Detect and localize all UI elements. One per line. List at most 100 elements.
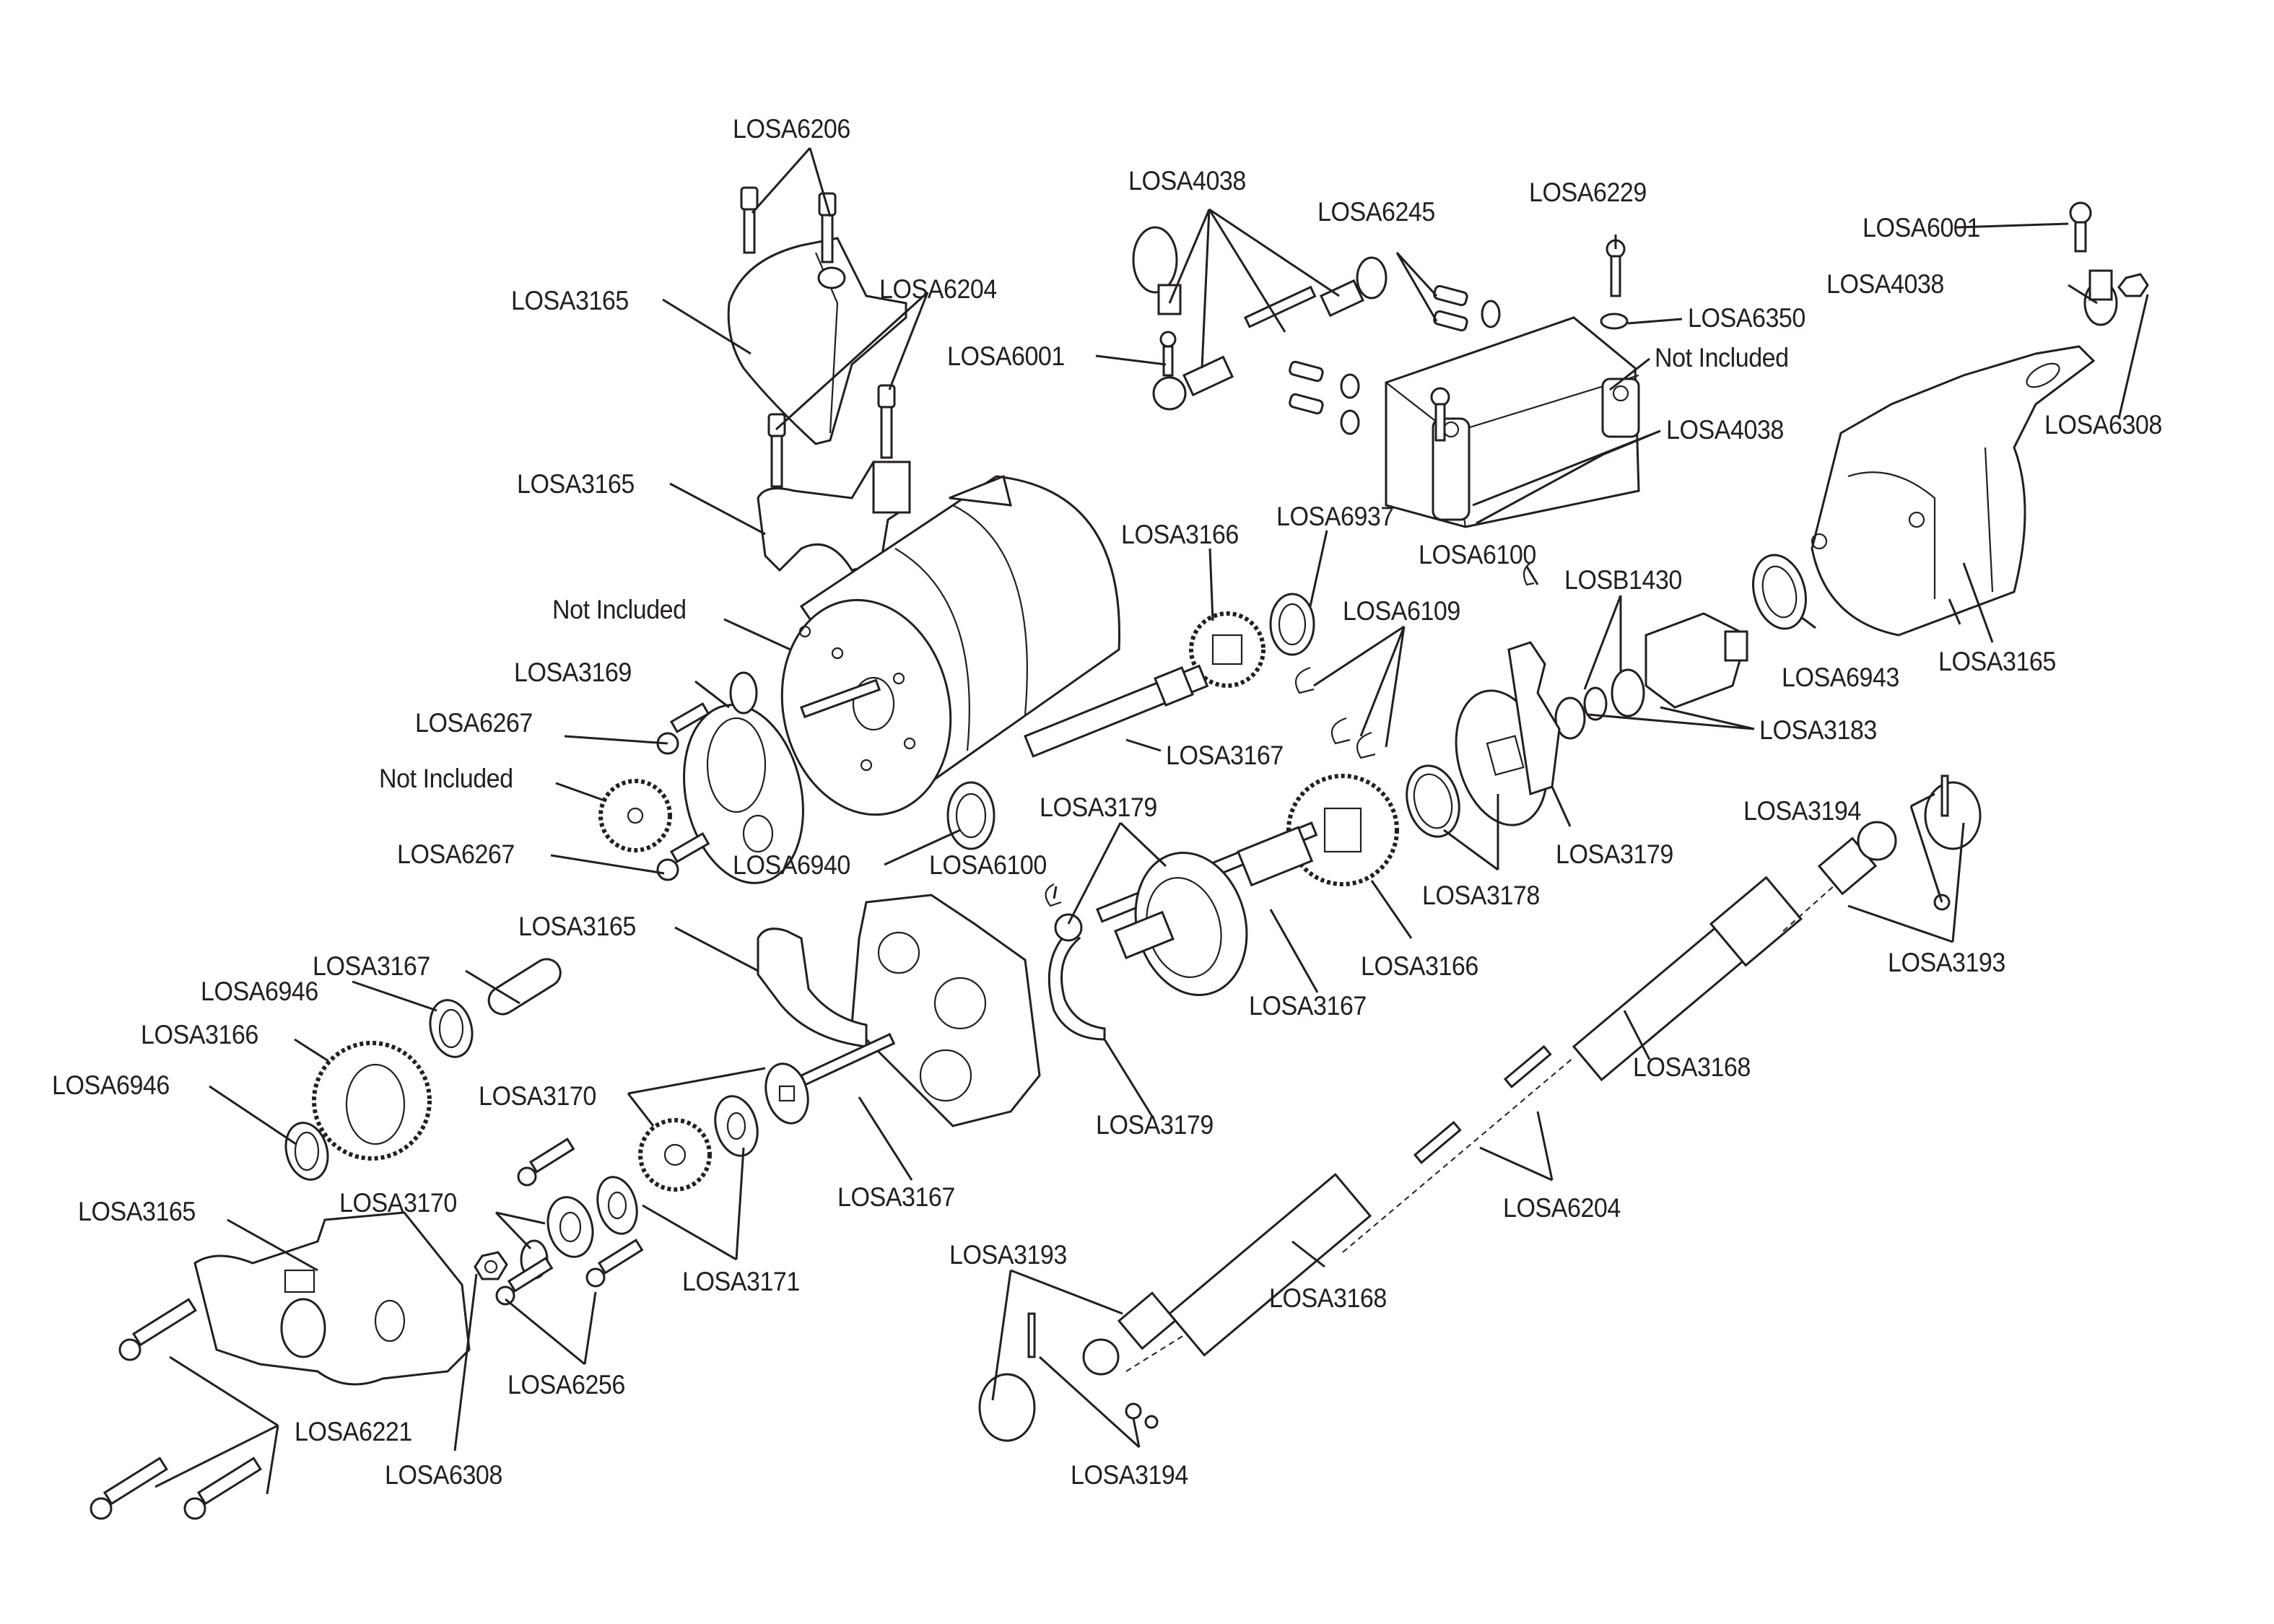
part-label: LOSA6100 [1419, 540, 1536, 569]
nut-part [2117, 273, 2149, 297]
part-label: LOSA6245 [1317, 197, 1435, 227]
screws-6204 [1413, 1044, 1552, 1164]
part-label: LOSA4038 [1666, 415, 1784, 445]
screws-6221 [90, 1298, 262, 1520]
part-label: LOSA3165 [1938, 647, 2056, 676]
motor-plate-part [683, 671, 804, 884]
bearing-6946-lower [284, 1122, 329, 1181]
bearing-6940 [946, 781, 996, 850]
outdrive-part [1554, 612, 1748, 740]
servo-part [1385, 316, 1640, 528]
part-label: LOSA3179 [1556, 839, 1673, 869]
part-label: LOSA6109 [1343, 596, 1460, 626]
part-label: LOSA6204 [879, 274, 997, 304]
part-label: LOSA3166 [1121, 520, 1239, 549]
shift-fork-3179 [1047, 913, 1106, 1041]
part-label: LOSA3194 [1071, 1460, 1188, 1490]
part-label: LOSA6206 [733, 114, 850, 144]
bearing-6937 [1269, 593, 1315, 656]
part-label: LOSA3194 [1743, 796, 1861, 826]
nut-6308 [474, 1251, 508, 1280]
part-label: LOSA6308 [385, 1460, 502, 1490]
part-label: LOSA3169 [514, 658, 632, 687]
part-label: LOSA6946 [52, 1070, 170, 1100]
bearing-6943 [1752, 554, 1807, 630]
part-label: LOSA3167 [837, 1182, 955, 1212]
spur-gear-3166 [1286, 774, 1399, 886]
screws-6256 [495, 1138, 644, 1306]
part-label: LOSB1430 [1564, 565, 1682, 595]
part-label: Not Included [1655, 343, 1789, 372]
part-label: LOSA3179 [1096, 1110, 1214, 1140]
u-joint-lower [978, 1291, 1177, 1442]
part-label: LOSA3193 [1888, 948, 2005, 977]
part-label: LOSA6946 [201, 977, 318, 1006]
part-label: LOSA6267 [415, 708, 533, 738]
part-label: LOSA3179 [1040, 793, 1157, 822]
lower-case-3165 [193, 1211, 471, 1386]
part-label: LOSA6204 [1503, 1193, 1621, 1223]
part-label: LOSA3165 [517, 469, 635, 499]
part-label: LOSA3168 [1633, 1052, 1751, 1082]
rod-end-part [2083, 269, 2118, 326]
u-joint-upper [1817, 774, 1982, 911]
spring-part [1406, 764, 1460, 838]
part-label: LOSA6001 [947, 341, 1065, 371]
part-label: LOSA3183 [1759, 715, 1877, 745]
part-label: LOSA6308 [2044, 410, 2162, 440]
part-label: LOSA3170 [479, 1081, 596, 1111]
driveshaft-upper-3168 [1572, 876, 1803, 1082]
idler-gear-3166 [1189, 611, 1265, 688]
part-label: LOSA3193 [949, 1240, 1067, 1270]
part-label: LOSA4038 [1826, 269, 1944, 299]
part-label: LOSA3165 [78, 1197, 196, 1226]
e-clips [1045, 562, 1535, 907]
part-label: LOSA6229 [1529, 178, 1647, 207]
part-label: LOSA3167 [1166, 741, 1284, 770]
part-label: LOSA3168 [1269, 1283, 1387, 1313]
ball-stud-part [2069, 201, 2092, 253]
washer-3171 [714, 1095, 759, 1157]
part-label: Not Included [379, 764, 513, 793]
servo-linkage [1132, 226, 1388, 411]
part-label: LOSA3165 [518, 912, 636, 941]
motor-part [780, 474, 1121, 816]
part-label: LOSA3178 [1422, 881, 1540, 910]
gearbox-case-part [757, 894, 1041, 1127]
top-shaft-3167 [1024, 664, 1209, 758]
screw-pair-mid [767, 384, 896, 488]
washer-3170 [764, 1062, 809, 1125]
upper-cover-part [727, 237, 907, 445]
part-label: LOSA6221 [295, 1417, 412, 1446]
diff-3167 [1114, 826, 1314, 997]
right-housing-part [1811, 345, 2096, 637]
bearing-6946-upper [429, 999, 474, 1058]
part-label: LOSA3170 [339, 1188, 457, 1218]
slipper-plate-part [1455, 641, 1561, 826]
pin-3167 [487, 958, 562, 1016]
idler-gear-small [638, 1118, 712, 1192]
part-label: LOSA3171 [682, 1267, 800, 1296]
part-label: LOSA3166 [1361, 951, 1478, 981]
part-label: LOSA3167 [313, 951, 430, 981]
part-label: LOSA3167 [1249, 991, 1367, 1021]
part-label: LOSA6256 [507, 1370, 625, 1400]
pinion-gear-part [598, 779, 672, 852]
part-label: LOSA4038 [1128, 166, 1246, 196]
leader-lines [154, 147, 2149, 1495]
part-label: LOSA6943 [1782, 663, 1899, 692]
gear-3166-left [312, 1041, 432, 1161]
part-label: LOSA6100 [929, 850, 1047, 880]
part-label: LOSA3166 [141, 1020, 258, 1049]
part-label: LOSA3165 [511, 286, 629, 315]
driveshaft-lower-3168 [1167, 1173, 1372, 1357]
part-label: Not Included [552, 595, 687, 624]
motor-screws [656, 702, 710, 881]
part-label: LOSA6937 [1276, 502, 1394, 531]
part-label: LOSA6940 [733, 850, 850, 880]
part-label: LOSA6001 [1863, 213, 1980, 243]
part-label: LOSA6267 [397, 839, 515, 869]
part-label: LOSA6350 [1688, 303, 1805, 333]
